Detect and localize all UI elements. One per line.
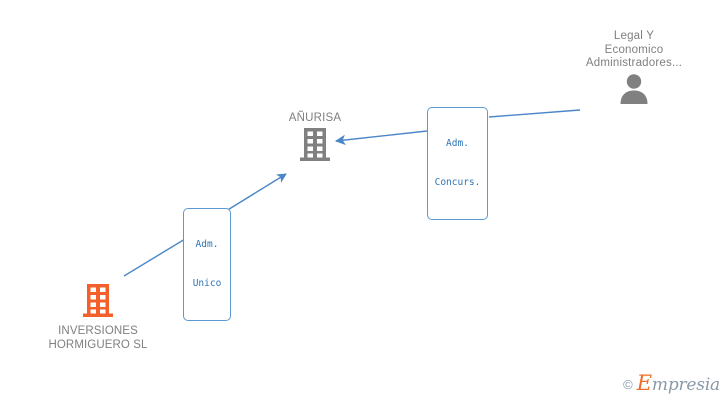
node-legal-y-economico-label: Legal Y Economico Administradores...	[585, 30, 683, 69]
node-inversiones-hormiguero[interactable]: INVERSIONES HORMIGUERO SL	[38, 284, 158, 352]
node-anurisa-label: AÑURISA	[288, 112, 342, 124]
empresia-logo: Empresia	[637, 373, 720, 395]
empresia-logo-initial: E	[636, 371, 652, 395]
edge-adm-unico-segment-lower	[123, 235, 191, 277]
node-inversiones-hormiguero-label: INVERSIONES HORMIGUERO SL	[48, 325, 148, 351]
edge-label-adm-unico-line1: Adm.	[195, 239, 219, 250]
empresia-logo-rest: mpresia	[651, 375, 720, 395]
edge-label-adm-concurs-line2: Concurs.	[434, 177, 481, 188]
node-legal-y-economico[interactable]: Legal Y Economico Administradores...	[564, 30, 704, 109]
copyright-icon: ©	[623, 377, 633, 392]
building-icon	[83, 284, 113, 322]
edge-label-adm-unico[interactable]: Adm. Unico	[183, 208, 231, 321]
edge-adm-unico-segment-upper	[225, 173, 287, 212]
node-anurisa[interactable]: AÑURISA	[255, 112, 375, 166]
watermark-empresia: © Empresia	[623, 373, 720, 395]
edge-label-adm-unico-line2: Unico	[192, 278, 222, 289]
building-icon	[300, 127, 330, 166]
edge-adm-concurs-segment-right	[488, 109, 581, 118]
edge-label-adm-concurs[interactable]: Adm. Concurs.	[427, 107, 488, 220]
edge-label-adm-concurs-line1: Adm.	[446, 138, 469, 149]
person-icon	[619, 73, 649, 109]
